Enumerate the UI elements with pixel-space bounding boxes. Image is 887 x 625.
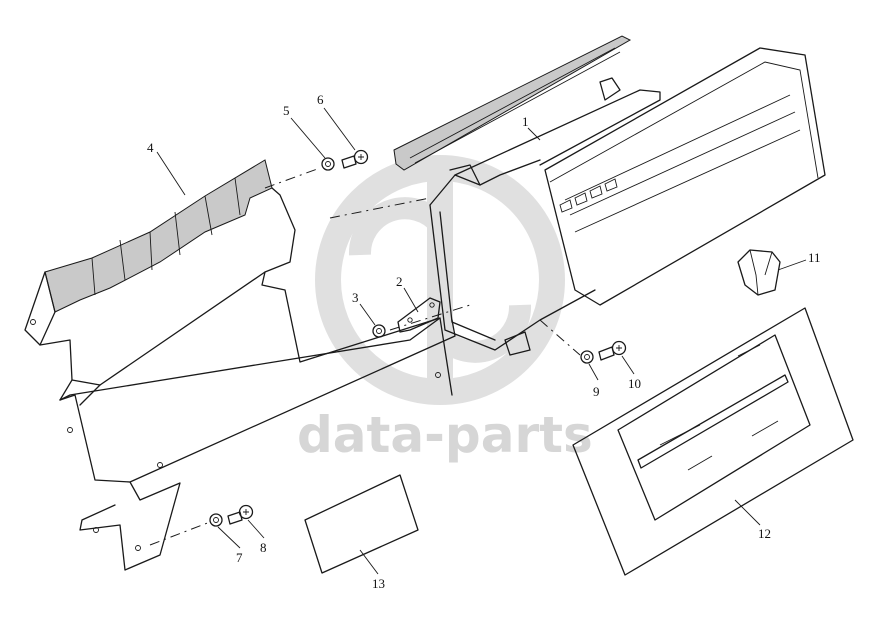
callout-13: 13 [372,576,385,591]
part-4-mounting-bracket [24,159,456,571]
part-9-washer [580,350,594,364]
part-13-label-plate [304,474,419,574]
part-5-washer [321,157,335,171]
callout-9: 9 [593,384,600,399]
part-3-nut [372,324,386,338]
callout-numbers: 1 2 3 4 5 6 7 8 9 10 11 12 13 [147,92,821,591]
callout-1: 1 [522,114,529,129]
watermark-logo [315,155,565,405]
part-12-label-sheet [572,307,854,576]
alignment-lines [149,167,581,546]
part-7-washer [209,513,223,527]
callout-5: 5 [283,103,290,118]
callout-6: 6 [317,92,324,107]
part-2-bracket [397,297,441,333]
callout-12: 12 [758,526,771,541]
part-8-bolt [227,504,254,525]
callout-3: 3 [352,290,359,305]
callout-2: 2 [396,274,403,289]
callout-11: 11 [808,250,821,265]
part-10-bolt [598,340,627,361]
callout-4: 4 [147,140,154,155]
part-11-clip [737,249,781,296]
part-6-bolt [341,149,369,169]
callout-7: 7 [236,550,243,565]
part-1-instrument-cluster [393,35,826,356]
callout-10: 10 [628,376,641,391]
leader-lines [156,107,807,575]
callout-8: 8 [260,540,267,555]
watermark-text: data-parts [297,406,593,464]
